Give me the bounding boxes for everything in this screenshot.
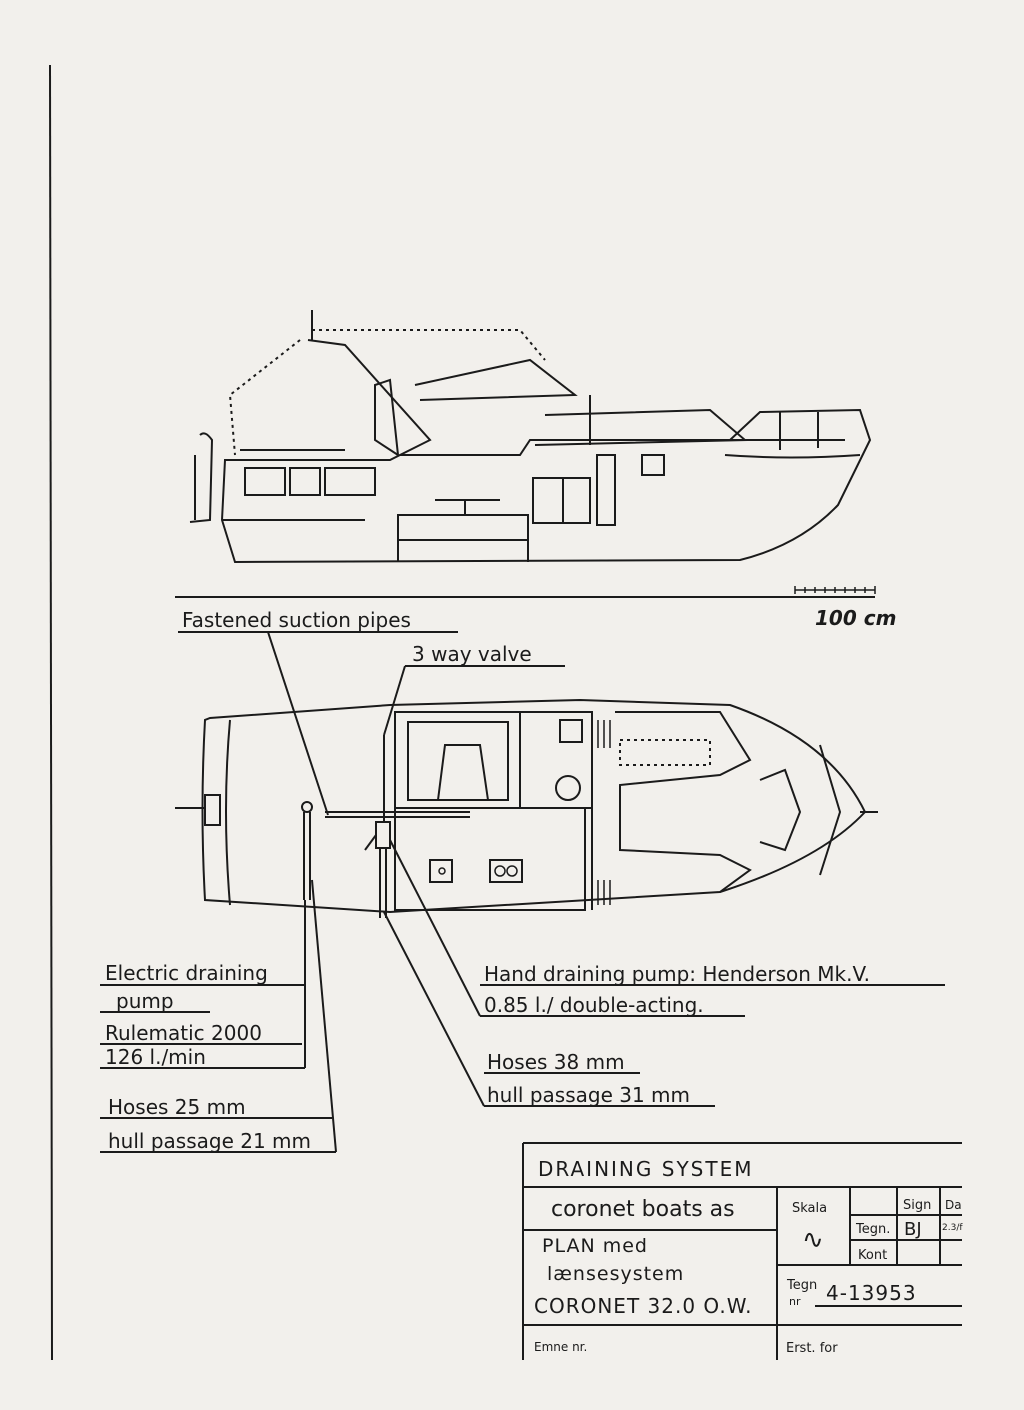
title-block-title: DRAINING SYSTEM	[538, 1157, 753, 1181]
label-hand-pump-capacity: 0.85 l./ double-acting.	[484, 993, 704, 1017]
tegn-value: BJ	[904, 1219, 922, 1240]
label-electric-pump-rate: 126 l./min	[105, 1045, 206, 1069]
title-block-desc-line1: PLAN med	[542, 1235, 648, 1257]
title-block-company: coronet boats as	[551, 1197, 735, 1222]
title-block: DRAINING SYSTEM coronet boats as PLAN me…	[522, 1142, 963, 1360]
label-electric-hull-passage: hull passage 21 mm	[108, 1129, 311, 1153]
date-header: Da	[945, 1198, 962, 1212]
skala-label: Skala	[792, 1201, 827, 1216]
plan-view	[175, 698, 878, 918]
callout-labels: Fastened suction pipes 3 way valve Elect…	[105, 608, 870, 1153]
electric-pump	[301, 801, 313, 813]
tegn-nr-label-line2: nr	[789, 1295, 801, 1308]
label-three-way-valve: 3 way valve	[412, 642, 532, 666]
label-hand-hull-passage: hull passage 31 mm	[487, 1083, 690, 1107]
label-electric-pump-line2: pump	[116, 989, 174, 1013]
scale-bar: 100 cm	[175, 586, 896, 630]
label-electric-pump-model: Rulematic 2000	[105, 1021, 262, 1045]
hull-side-outline	[220, 408, 872, 564]
sign-header: Sign	[903, 1198, 931, 1213]
page-margin-line	[49, 64, 53, 1361]
label-hand-hoses: Hoses 38 mm	[487, 1050, 625, 1074]
date-value: 2.3/f	[942, 1223, 963, 1233]
label-electric-pump-line1: Electric draining	[105, 961, 268, 985]
skala-value: ∿	[802, 1225, 824, 1255]
title-block-model: CORONET 32.0 O.W.	[534, 1294, 753, 1318]
hand-pump	[375, 821, 391, 849]
tegn-label: Tegn.	[855, 1222, 890, 1237]
scale-label: 100 cm	[815, 606, 896, 630]
label-fastened-suction-pipes: Fastened suction pipes	[182, 608, 411, 632]
erst-label: Erst. for	[786, 1341, 838, 1356]
tegn-nr-label-line1: Tegn	[786, 1278, 817, 1293]
side-elevation	[189, 310, 872, 564]
hull-plan-outline	[201, 698, 867, 914]
label-electric-hoses: Hoses 25 mm	[108, 1095, 246, 1119]
tegn-nr-value: 4-13953	[826, 1281, 917, 1305]
kont-label: Kont	[858, 1248, 887, 1263]
label-hand-pump: Hand draining pump: Henderson Mk.V.	[484, 962, 870, 986]
canopy-dashed-line	[312, 329, 546, 361]
leader-lines	[100, 631, 945, 1153]
title-block-desc-line2: lænsesystem	[547, 1263, 684, 1285]
emne-label: Emne nr.	[534, 1340, 587, 1354]
